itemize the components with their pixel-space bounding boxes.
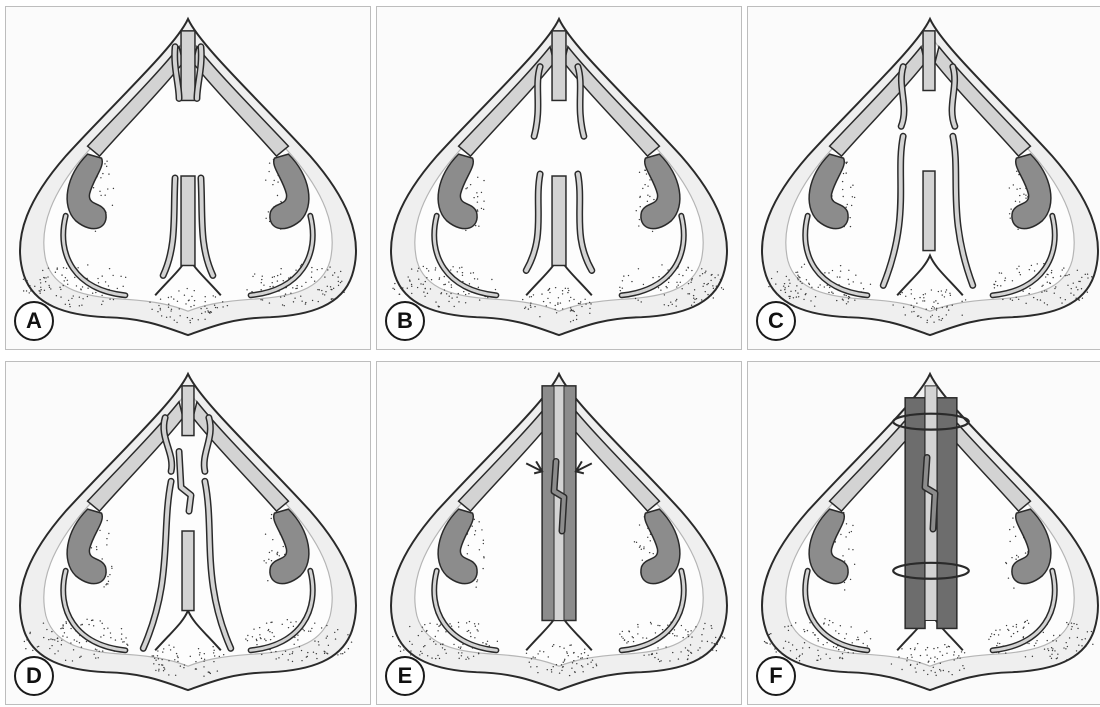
- septal-cartilage-lower: [923, 171, 935, 251]
- left-septal-splint: [905, 398, 925, 629]
- septal-cartilage-lower: [181, 176, 195, 265]
- septal-cartilage-lower: [182, 531, 194, 611]
- nasal-cross-section-c: [748, 7, 1100, 349]
- panel-label: F: [756, 656, 796, 696]
- panel-label: B: [385, 301, 425, 341]
- panel-label: A: [14, 301, 54, 341]
- panel-label: C: [756, 301, 796, 341]
- panel-label: D: [14, 656, 54, 696]
- panel-a: A: [5, 6, 371, 350]
- septal-cartilage-upper: [552, 31, 566, 101]
- nasal-cross-section-e: [377, 362, 741, 704]
- nasal-cross-section-a: [6, 7, 370, 349]
- septal-cartilage-upper: [923, 31, 935, 91]
- panel-label: E: [385, 656, 425, 696]
- panel-d: D: [5, 361, 371, 705]
- septal-cartilage-lower: [552, 176, 566, 265]
- panel-b: B: [376, 6, 742, 350]
- septal-cartilage-upper: [181, 31, 195, 101]
- septal-cartilage-upper: [182, 386, 194, 436]
- nasal-cross-section-d: [6, 362, 370, 704]
- nasal-cross-section-f: [748, 362, 1100, 704]
- nasal-cross-section-b: [377, 7, 741, 349]
- septum: [893, 386, 969, 629]
- panel-c: C: [747, 6, 1100, 350]
- right-septal-splint: [937, 398, 957, 629]
- panel-e: E: [376, 361, 742, 705]
- panel-f: F: [747, 361, 1100, 705]
